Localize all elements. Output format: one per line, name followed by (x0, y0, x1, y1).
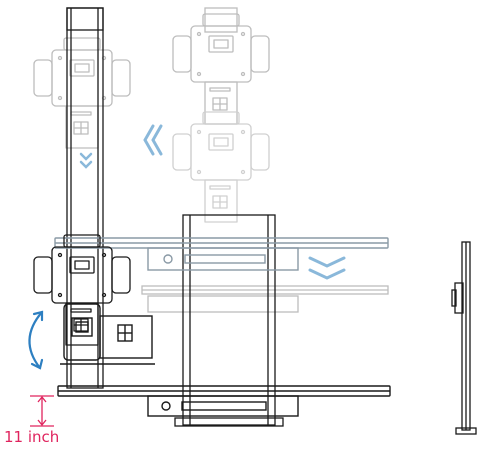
patient-table-lowered (57, 385, 391, 417)
side-detector-ghost (33, 37, 131, 149)
down-chevron-icon (79, 152, 93, 169)
column-detector (33, 234, 131, 346)
center-pedestal (174, 214, 284, 427)
lower-table-ghost (141, 285, 389, 313)
dimension-label: 11 inch (4, 428, 60, 446)
tilted-detector (60, 303, 155, 365)
patient-table-raised (54, 237, 389, 271)
middle-detector-ghost (172, 111, 270, 223)
side-view-stand (451, 241, 477, 435)
rotate-arrow-icon (28, 310, 44, 370)
table-down-chevron-icon (308, 256, 346, 280)
upper-detector-ghost (172, 7, 270, 125)
height-dimension (30, 395, 54, 427)
left-chevron-icon (143, 124, 163, 156)
